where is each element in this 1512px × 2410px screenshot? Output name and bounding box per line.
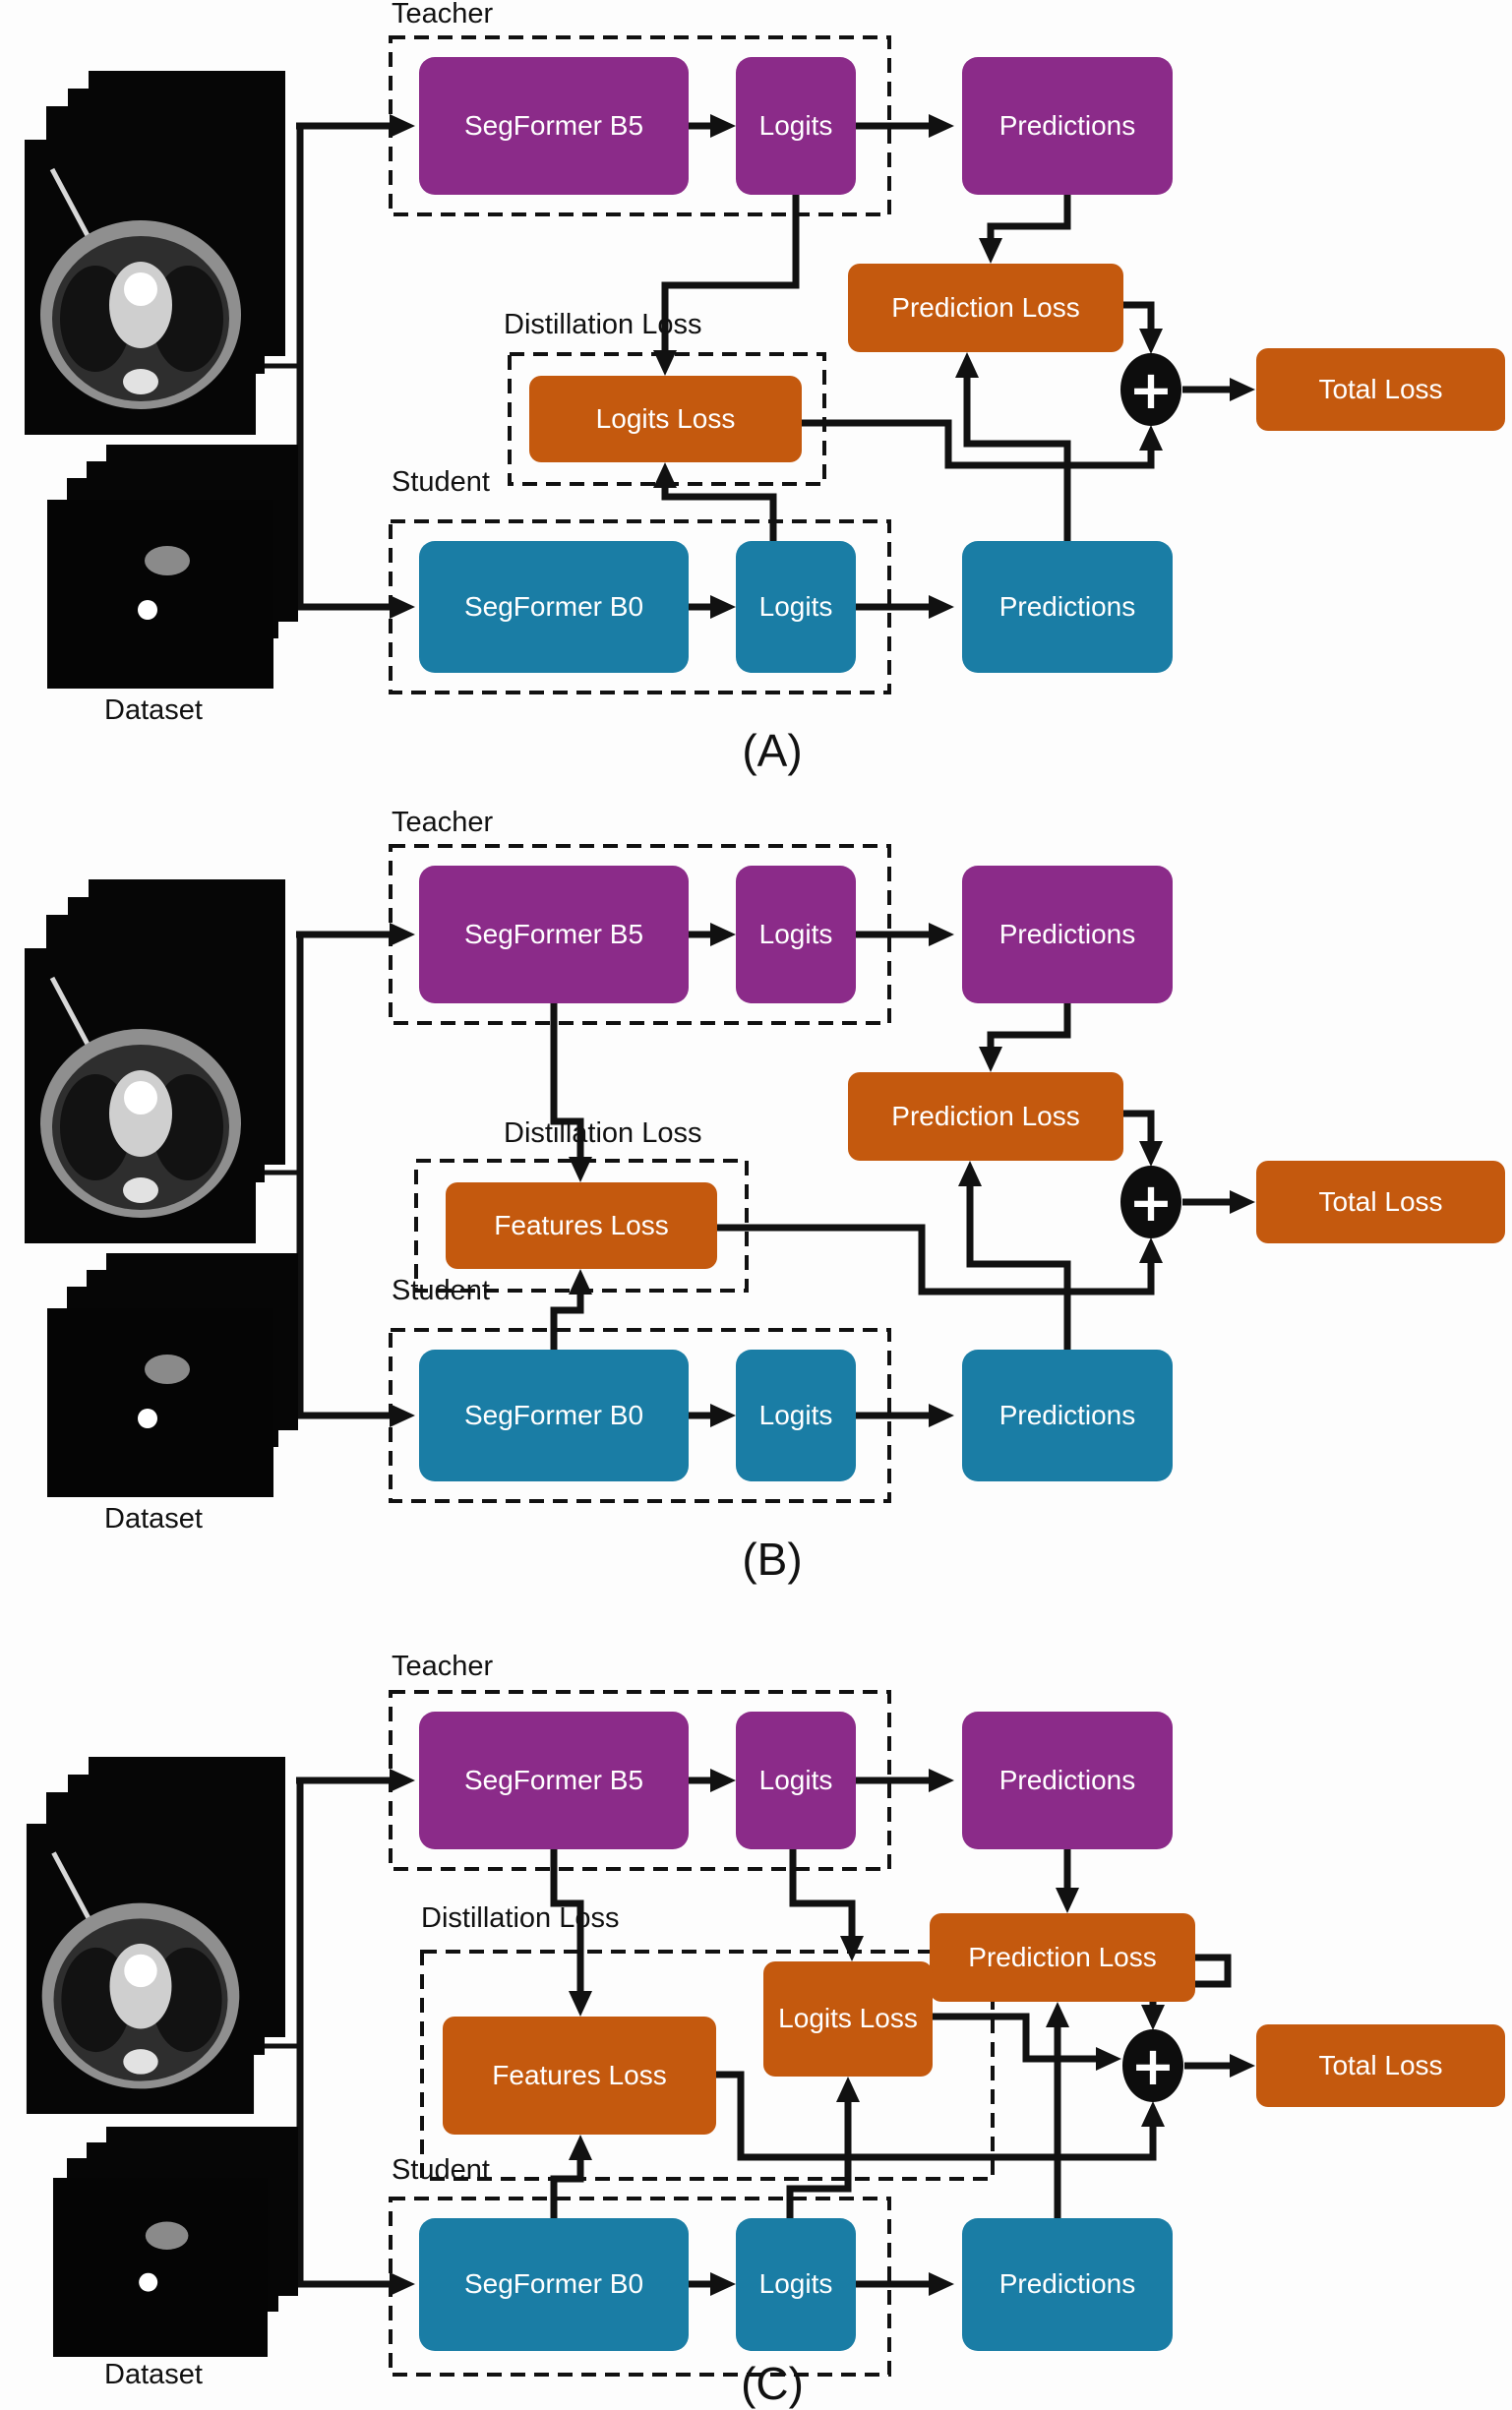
arrow-connectors	[216, 114, 1255, 2296]
total-loss-box-a: Total Loss	[1256, 348, 1505, 431]
dataset-label-b: Dataset	[104, 1503, 203, 1535]
teacher-model-box-c: SegFormer B5	[419, 1712, 689, 1849]
teacher-model-box-b: SegFormer B5	[419, 866, 689, 1003]
teacher-predictions-box-c: Predictions	[962, 1712, 1173, 1849]
teacher-logits-box-b: Logits	[736, 866, 856, 1003]
teacher-predictions-box-b: Predictions	[962, 866, 1173, 1003]
slogits-to-logitsloss-c	[786, 2077, 860, 2218]
student-logits-box-b: Logits	[736, 1350, 856, 1481]
tpred-to-predloss-b	[979, 1003, 1071, 1072]
logitsloss-to-plus-c	[933, 2013, 1121, 2071]
distillation-loss-label-c: Distillation Loss	[421, 1902, 620, 1934]
student-predictions-box-b: Predictions	[962, 1350, 1173, 1481]
panel-letter-c: (C)	[741, 2358, 804, 2409]
mask-stack-b	[47, 1253, 325, 1497]
ct-scan-image	[25, 948, 256, 1243]
ct-scan-stack-c	[25, 1757, 325, 2123]
tlogits-to-logitsloss-c	[789, 1849, 864, 1961]
teacher-logits-box-c: Logits	[736, 1712, 856, 1849]
teacher-group-label-a: Teacher	[392, 0, 494, 30]
mask-image	[52, 2178, 269, 2357]
featloss-to-plus-c	[716, 2071, 1165, 2161]
plus-icon: +	[1122, 2029, 1183, 2102]
mask-stack-a	[47, 445, 325, 689]
mask-image	[47, 500, 273, 689]
plus-icon: +	[1120, 353, 1181, 426]
panel-letter-b: (B)	[742, 1534, 803, 1585]
student-logits-box-c: Logits	[736, 2218, 856, 2351]
student-group-label-b: Student	[392, 1275, 490, 1306]
student-predictions-box-a: Predictions	[962, 541, 1173, 673]
prediction-loss-box-b: Prediction Loss	[848, 1072, 1123, 1161]
tpred-to-predloss-a	[979, 195, 1071, 264]
logitsloss-to-plus-a	[802, 419, 1163, 469]
panel-letter-a: (A)	[742, 725, 803, 776]
distillation-loss-label-b: Distillation Loss	[504, 1117, 702, 1149]
tmodel-to-featloss-c	[550, 1849, 592, 2017]
student-model-box-a: SegFormer B0	[419, 541, 689, 673]
mask-stack-c	[47, 2127, 325, 2359]
ct-scan-image	[25, 140, 256, 435]
tmodel-to-featloss-b	[550, 1003, 592, 1182]
spred-to-predloss-a	[955, 352, 1071, 541]
total-loss-box-c: Total Loss	[1256, 2024, 1505, 2107]
student-group-label-a: Student	[392, 466, 490, 498]
features-loss-box-c: Features Loss	[443, 2017, 716, 2135]
mask-image	[47, 1308, 273, 1497]
teacher-model-box-a: SegFormer B5	[419, 57, 689, 195]
prediction-loss-box-c: Prediction Loss	[930, 1913, 1195, 2002]
teacher-logits-box-a: Logits	[736, 57, 856, 195]
features-loss-box-b: Features Loss	[446, 1182, 717, 1269]
teacher-predictions-box-a: Predictions	[962, 57, 1173, 195]
student-model-box-c: SegFormer B0	[419, 2218, 689, 2351]
tlogits-to-logitsloss-a	[653, 195, 800, 376]
ct-scan-stack-b	[25, 879, 325, 1245]
ct-scan-stack-a	[25, 71, 325, 437]
slogits-to-logitsloss-a	[653, 462, 777, 541]
teacher-group-label-b: Teacher	[392, 807, 494, 838]
smodel-to-featloss-b	[550, 1269, 592, 1350]
student-logits-box-a: Logits	[736, 541, 856, 673]
student-predictions-box-c: Predictions	[962, 2218, 1173, 2351]
logits-loss-box-a: Logits Loss	[529, 376, 802, 462]
student-group-label-c: Student	[392, 2154, 490, 2186]
plus-icon: +	[1120, 1166, 1181, 1238]
total-loss-box-b: Total Loss	[1256, 1161, 1505, 1243]
dataset-label-c: Dataset	[104, 2359, 203, 2390]
dataset-label-a: Dataset	[104, 694, 203, 726]
distillation-loss-label-a: Distillation Loss	[504, 309, 702, 340]
smodel-to-featloss-c	[550, 2135, 592, 2218]
student-model-box-b: SegFormer B0	[419, 1350, 689, 1481]
spred-to-predloss-b	[958, 1161, 1071, 1350]
predloss-to-plus-a	[1123, 301, 1163, 354]
featloss-to-plus-b	[717, 1224, 1163, 1295]
ct-scan-image	[26, 1824, 255, 2114]
prediction-loss-box-a: Prediction Loss	[848, 264, 1123, 352]
predloss-to-plus-b	[1123, 1110, 1163, 1167]
teacher-group-label-c: Teacher	[392, 1651, 494, 1682]
logits-loss-box-c: Logits Loss	[763, 1961, 933, 2077]
distillation-dashed-box-c	[420, 1950, 995, 2181]
